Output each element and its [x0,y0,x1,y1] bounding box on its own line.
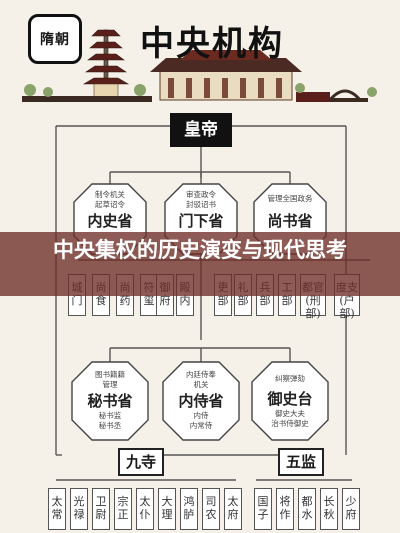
office-name: 门下省 [178,212,224,230]
office-official: 秘书丞 [98,421,122,430]
office-duty: 管理 [102,380,118,389]
office-duty: 管理全国政务 [267,194,313,203]
office-duty: 机关 [193,380,209,389]
office-name: 内侍省 [178,392,224,410]
office-shangshu: 管理全国政务 尚书省 [260,194,320,231]
office-official: 内侍 [193,411,209,420]
directorate-cell: 都水 [298,488,316,530]
temple-cell: 太常 [48,488,66,530]
office-name: 内史省 [87,212,133,230]
directorate-cell: 少府 [342,488,360,530]
office-duty: 审查政令 [186,190,216,199]
office-menxia: 审查政令 封驳诏书 门下省 [171,190,231,231]
office-duty: 制令机关 [95,190,125,199]
nine-temples-label: 九寺 [118,448,164,476]
office-octagon-mishu [71,361,149,441]
office-neishi-lower: 内廷侍奉 机关 内侍省 内侍 内常侍 [171,370,231,431]
office-official: 治书侍御史 [271,419,309,428]
office-official: 御史大夫 [275,409,305,418]
temple-cell: 司农 [202,488,220,530]
office-duty: 图书籍籍 [95,370,125,379]
banner-title: 中央集权的历史演变与现代思考 [53,238,347,262]
page-title: 中央机构 [140,24,284,64]
dynasty-seal: 隋朝 [28,14,82,64]
directorate-cell: 长秋 [320,488,338,530]
office-official: 内常侍 [189,421,213,430]
office-name: 御史台 [267,390,313,408]
office-octagon-neishi2 [162,361,240,441]
pagoda-illustration [82,29,130,101]
temple-cell: 太仆 [136,488,154,530]
directorate-cell: 将作 [276,488,294,530]
office-neishi: 制令机关 起草诏令 内史省 [80,190,140,231]
temple-cell: 大理 [158,488,176,530]
five-directorates-label: 五监 [278,448,324,476]
wall-illustration [22,83,377,102]
temple-cell: 光禄 [70,488,88,530]
office-mishu: 图书籍籍 管理 秘书省 秘书监 秘书丞 [80,370,140,431]
palace-illustration [150,50,302,101]
office-official: 秘书监 [98,411,122,420]
office-name: 尚书省 [267,212,313,230]
directorate-cell: 国子 [254,488,272,530]
title-banner [0,232,400,296]
emperor-box: 皇帝 [170,113,232,147]
temple-cell: 卫尉 [92,488,110,530]
office-duty: 纠察弹劾 [275,374,305,383]
office-duty: 封驳诏书 [186,200,216,209]
office-octagon-yushi [251,361,329,441]
office-duty: 起草诏令 [95,200,125,209]
office-yushi: 纠察弹劾 御史台 御史大夫 治书侍御史 [260,374,320,429]
temple-cell: 太府 [224,488,242,530]
office-name: 秘书省 [87,392,133,410]
temple-cell: 鸿胪 [180,488,198,530]
temple-cell: 宗正 [114,488,132,530]
office-duty: 内廷侍奉 [186,370,216,379]
